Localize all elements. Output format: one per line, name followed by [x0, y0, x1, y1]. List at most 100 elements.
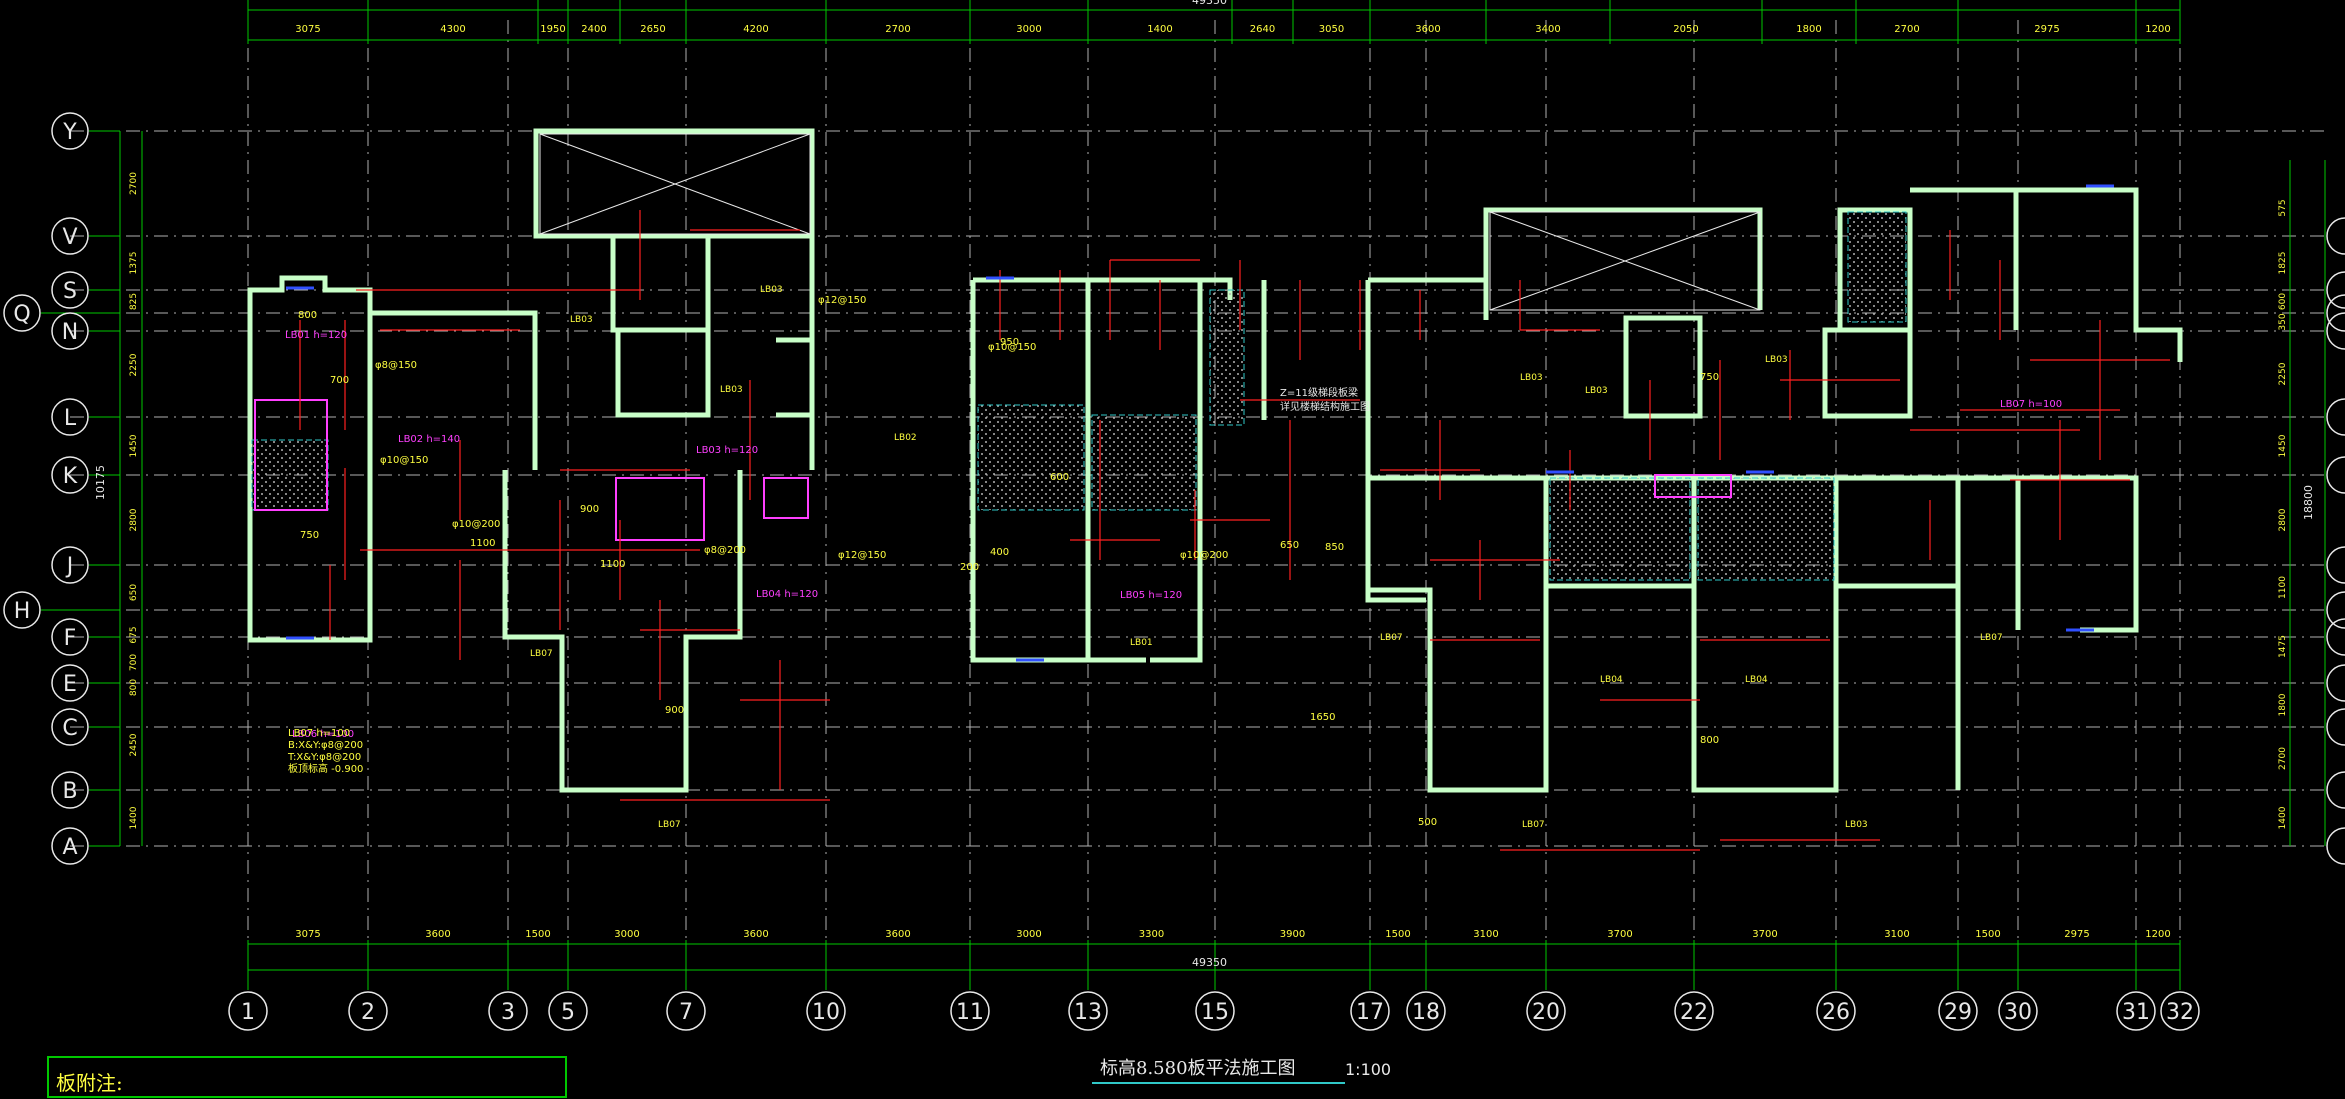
dim-text-right: 350	[2278, 313, 2288, 330]
hatched-slab	[1847, 211, 1907, 323]
dim-text-bottom: 3600	[425, 929, 450, 940]
dim-text-left: 2700	[129, 172, 139, 195]
wall-segment	[610, 233, 711, 333]
axis-label: 3	[501, 1000, 515, 1025]
axis-label: F	[64, 626, 77, 651]
wall-segment	[1822, 327, 1913, 419]
dim-text-left: 2250	[129, 353, 139, 376]
axis-bubble-right	[2326, 312, 2345, 350]
dim-text-left: 675	[129, 626, 139, 643]
axis-bubble-right	[2326, 618, 2345, 656]
dim-text-bottom: 1200	[2145, 929, 2170, 940]
axis-label: 22	[1680, 1000, 1708, 1025]
slab-label: LB05 h=120	[1120, 590, 1182, 601]
dim-text-top: 3400	[1535, 24, 1560, 35]
dim-text-top: 3000	[1016, 24, 1041, 35]
dim-text-right: 2700	[2278, 747, 2288, 770]
value-text: 200	[960, 562, 979, 573]
dim-text-right: 1400	[2278, 806, 2288, 829]
axis-label: 11	[956, 1000, 984, 1025]
legend-line-1: LB07 h=100	[288, 728, 350, 739]
drawing-scale: 1:100	[1345, 1060, 1391, 1079]
dim-text-top: 1400	[1147, 24, 1172, 35]
dim-text-bottom: 3100	[1473, 929, 1498, 940]
dim-text-top: 3050	[1319, 24, 1344, 35]
slab-tag: LB01	[1130, 638, 1153, 648]
axis-bubble	[51, 112, 89, 150]
dim-text-bottom: 3000	[614, 929, 639, 940]
dimension-lines	[119, 0, 2326, 975]
axis-bubble	[1350, 991, 1390, 1031]
dim-text-bottom: 3100	[1884, 929, 1909, 940]
axis-bubble-right	[2326, 591, 2345, 629]
opening-outline	[615, 477, 705, 541]
note-label: 板附注:	[56, 1071, 123, 1095]
hatched-slab	[1209, 289, 1245, 426]
shaft-cross	[539, 133, 811, 235]
axis-bubble	[1674, 991, 1714, 1031]
rebar-note: φ12@150	[818, 295, 866, 306]
legend-line-3: T:X&Y:φ8@200	[287, 752, 361, 763]
axis-bubble	[1068, 991, 1108, 1031]
axis-label: S	[63, 279, 77, 304]
dim-text-bottom: 2975	[2064, 929, 2089, 940]
axis-label: H	[14, 599, 31, 624]
slab-tag: LB03	[1765, 355, 1788, 365]
axis-bubble-right	[2326, 398, 2345, 436]
dim-text-bottom: 3300	[1139, 929, 1164, 940]
slab-tag: LB07	[530, 649, 553, 659]
shaft-box	[539, 133, 811, 235]
axis-bubble	[1816, 991, 1856, 1031]
dim-text-right: 1100	[2278, 576, 2288, 599]
axis-bubble	[51, 271, 89, 309]
axis-label: Y	[62, 120, 77, 145]
dim-text-bottom: 1500	[1385, 929, 1410, 940]
axis-label: 30	[2004, 1000, 2032, 1025]
axis-bubble	[3, 294, 41, 332]
wall-segment	[502, 470, 743, 793]
wall-segment	[2018, 475, 2139, 633]
dim-text-right: 2800	[2278, 508, 2288, 531]
axis-label: 1	[241, 1000, 255, 1025]
dim-text-top: 2050	[1673, 24, 1698, 35]
hatched-slab	[251, 439, 329, 511]
axis-label: 18	[1412, 1000, 1440, 1025]
hatched-slabs	[251, 211, 1907, 581]
axis-bubble-right	[2326, 771, 2345, 809]
axis-bubble-right	[2326, 546, 2345, 584]
dim-text-bottom: 3075	[295, 929, 320, 940]
shaft-box	[1489, 211, 1761, 311]
dim-text-top: 3075	[295, 24, 320, 35]
dim-text-bottom: 1500	[525, 929, 550, 940]
axis-label: 10	[812, 1000, 840, 1025]
value-text: 700	[330, 375, 349, 386]
dim-text-right: 575	[2278, 199, 2288, 216]
axis-label: 13	[1074, 1000, 1102, 1025]
wall-segment	[1088, 277, 1203, 663]
dim-text-left: 2800	[129, 508, 139, 531]
axis-label: Q	[13, 302, 30, 327]
axis-bubble	[806, 991, 846, 1031]
axis-bubble	[348, 991, 388, 1031]
dim-text-left: 1375	[129, 252, 139, 275]
axis-label: K	[63, 464, 78, 489]
slab-label: LB02 h=140	[398, 434, 460, 445]
axis-label: 7	[679, 1000, 693, 1025]
dim-text-left: 800	[129, 679, 139, 696]
axis-label: 2	[361, 1000, 375, 1025]
dim-text-bottom: 3900	[1280, 929, 1305, 940]
overall-dim-bottom: 49350	[1192, 956, 1227, 969]
wall-segment	[973, 277, 1146, 663]
value-text: 800	[1700, 735, 1719, 746]
axis-bubble	[51, 398, 89, 436]
slab-tag: LB07	[1380, 633, 1403, 643]
axis-bubble	[51, 217, 89, 255]
overall-dim-top: 49350	[1192, 0, 1227, 7]
dim-text-right: 1450	[2278, 434, 2288, 457]
slab-tag: LB07	[658, 820, 681, 830]
note-box	[47, 1056, 567, 1098]
axis-label: 20	[1532, 1000, 1560, 1025]
axis-bubble-right	[2326, 294, 2345, 332]
value-text: 1650	[1310, 712, 1335, 723]
stair-note-1: Z=11级梯段板梁	[1280, 386, 1358, 399]
